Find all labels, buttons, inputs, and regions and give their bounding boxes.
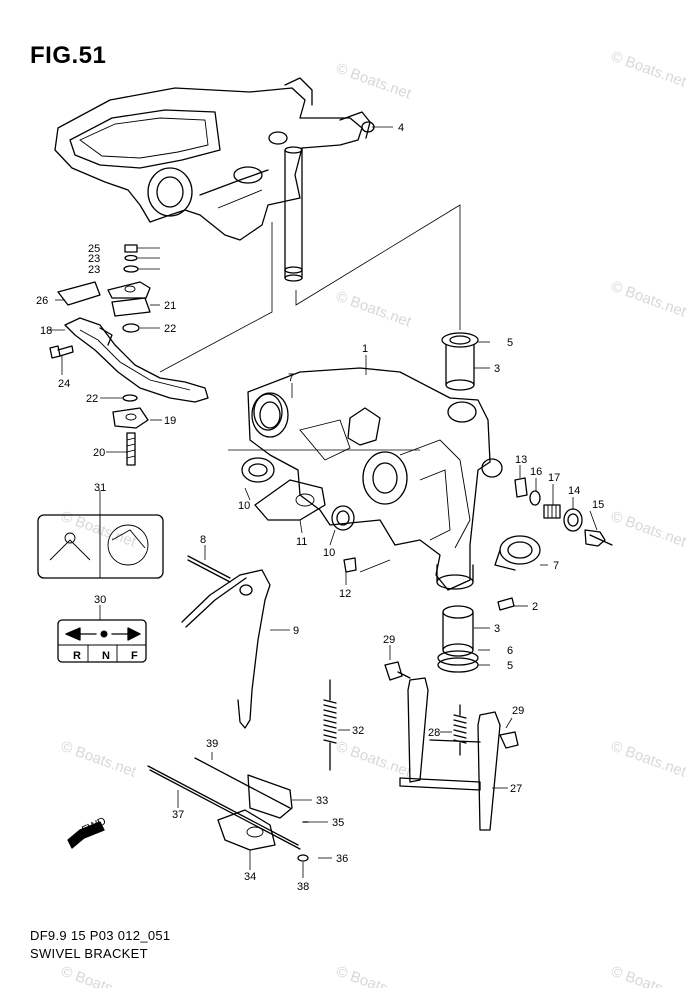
callout-number: 36 (336, 853, 348, 865)
callout-number: 1 (362, 343, 368, 355)
callout-number: 38 (297, 881, 309, 893)
watermark: © Boats.net (334, 288, 414, 331)
watermark: © Boats.net (609, 48, 689, 91)
shift-label (57, 619, 147, 663)
watermark: © Boats.net (334, 738, 414, 781)
callout-number: 37 (172, 809, 184, 821)
left-side-parts (241, 393, 357, 573)
callout-number: 12 (339, 588, 351, 600)
watermark: © Boats.net (59, 508, 139, 551)
callout-number: 29 (512, 705, 524, 717)
callout-number: 39 (206, 738, 218, 750)
callout-number: 11 (296, 536, 307, 548)
section-name: SWIVEL BRACKET (30, 946, 148, 961)
callout-number: 14 (568, 485, 580, 497)
callout-number: 15 (592, 499, 604, 511)
callout-number: 6 (507, 645, 513, 657)
callout-numbers: 1 2 3 3 4 5 5 6 7 7 8 9 10 10 11 12 13 1… (36, 122, 604, 893)
callout-number: 17 (548, 472, 560, 484)
watermark: © Boats.net (609, 738, 689, 781)
watermark: © Boats.net (59, 963, 139, 988)
figure-title: FIG.51 (30, 42, 107, 69)
callout-number: 34 (244, 871, 256, 883)
lower-linkage (147, 757, 309, 862)
callout-number: 10 (323, 547, 335, 559)
callout-number: 27 (510, 783, 522, 795)
callout-leaders (48, 126, 598, 878)
callout-number: 4 (398, 122, 404, 134)
steering-bracket (54, 77, 375, 282)
shift-letter-neutral: N (102, 650, 110, 662)
callout-number: 16 (530, 466, 542, 478)
callout-number: 3 (494, 363, 500, 375)
watermark: © Boats.net (609, 508, 689, 551)
callout-number: 21 (164, 300, 176, 312)
callout-number: 29 (383, 634, 395, 646)
callout-number: 31 (94, 482, 106, 494)
callout-number: 25 (88, 243, 100, 255)
watermarks: © Boats.net © Boats.net © Boats.net © Bo… (59, 48, 689, 988)
callout-number: 26 (36, 295, 48, 307)
callout-number: 30 (94, 594, 106, 606)
callout-number: 13 (515, 454, 527, 466)
callout-number: 5 (507, 660, 513, 672)
tilt-rod-parts (181, 555, 271, 729)
callout-number: 5 (507, 337, 513, 349)
callout-number: 23 (88, 253, 100, 265)
callout-number: 24 (58, 378, 70, 390)
watermark: © Boats.net (334, 60, 414, 103)
swivel-bracket-body (247, 367, 503, 591)
callout-number: 10 (238, 500, 250, 512)
callout-number: 22 (164, 323, 176, 335)
fwd-arrow (67, 821, 105, 849)
caution-label (37, 514, 164, 579)
callout-number: 32 (352, 725, 364, 737)
watermark: © Boats.net (59, 738, 139, 781)
callout-number: 9 (293, 625, 299, 637)
callout-number: 23 (88, 264, 100, 276)
assembly-lines (159, 204, 461, 573)
callout-number: 8 (200, 534, 206, 546)
callout-number: 18 (40, 325, 52, 337)
pivot-bushings (437, 332, 479, 673)
callout-number: 7 (553, 560, 559, 572)
callout-number: 28 (428, 727, 440, 739)
watermark: © Boats.net (609, 278, 689, 321)
tilt-lever-assembly (384, 661, 519, 831)
callout-number: 22 (86, 393, 98, 405)
watermark: © Boats.net (334, 963, 414, 988)
friction-plate-assembly (49, 244, 209, 466)
model-code: DF9.9 15 P03 012_051 (30, 928, 171, 943)
watermark: © Boats.net (609, 963, 689, 988)
shift-letter-reverse: R (73, 650, 81, 662)
tilt-pivot-parts (494, 477, 613, 611)
callout-number: 35 (332, 817, 344, 829)
callout-number: 3 (494, 623, 500, 635)
callout-number: 2 (532, 601, 538, 613)
callout-number: 33 (316, 795, 328, 807)
callout-number: 19 (164, 415, 176, 427)
callout-number: 20 (93, 447, 105, 459)
shift-letter-forward: F (131, 650, 138, 662)
callout-number: 7 (288, 372, 294, 384)
